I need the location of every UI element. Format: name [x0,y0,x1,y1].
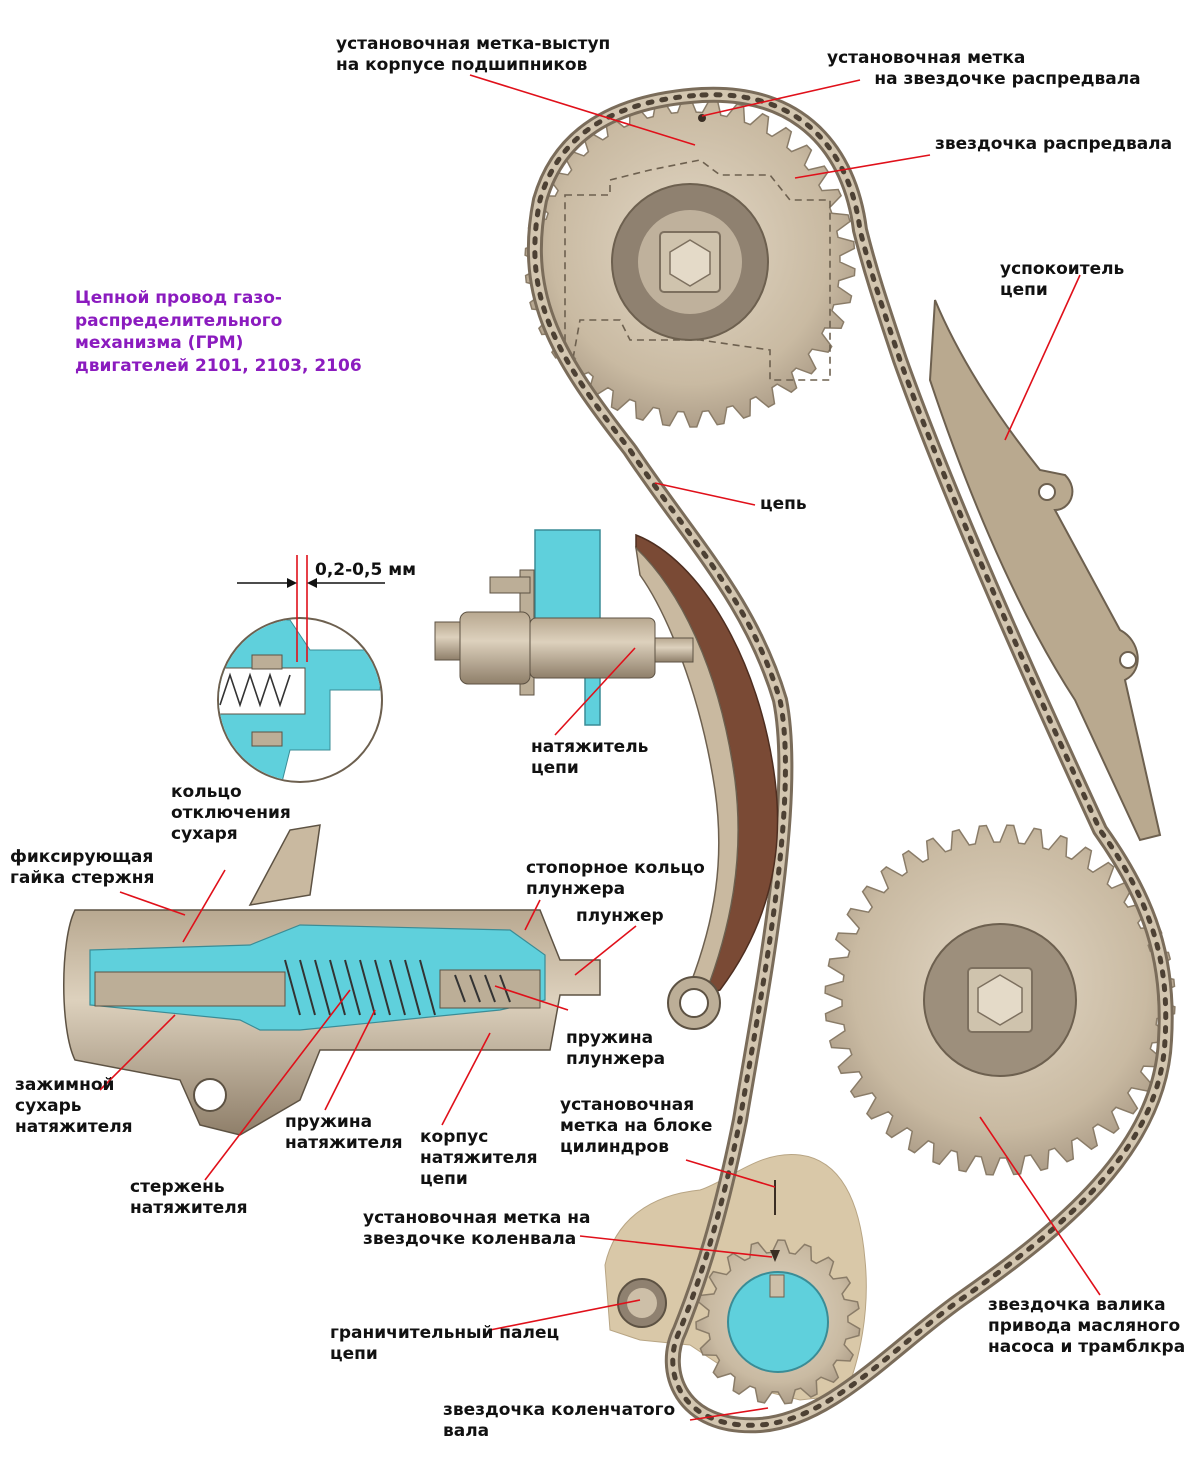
timing-chain [526,86,1174,1434]
label-damper: успокоитель цепи [1000,259,1125,300]
crankshaft-sprocket [695,1239,861,1405]
label-limit-pin: граничительный палец цепи [330,1323,560,1364]
label-oil-pump-sprocket: звездочка валика привода масляного насос… [988,1295,1186,1357]
crank-sprocket-mark [770,1250,780,1262]
crankshaft-section [727,1271,829,1373]
label-bearing-mark: установочная метка-выступ на корпусе под… [336,34,611,75]
label-crank-sprocket-mark: установочная метка на звездочке коленвал… [363,1208,591,1249]
label-tensioner-body: корпус натяжителя цепи [420,1127,538,1189]
label-tensioner-rod: стержень натяжителя [130,1177,248,1218]
label-plunger-spring: пружина плунжера [566,1028,666,1069]
leader-lines [99,74,1101,1421]
camshaft-sprocket [524,96,856,428]
tensioner-shoe [634,533,779,1030]
label-cam-sprocket-mark: установочная метка на звездочке распредв… [827,48,1141,89]
label-chain: цепь [760,494,807,514]
gap-label: 0,2-0,5 мм [315,560,416,580]
label-tensioner: натяжитель цепи [531,737,649,778]
label-crank-sprocket: звездочка коленчатого вала [443,1400,676,1441]
gap-detail [217,555,385,783]
label-cam-sprocket: звездочка распредвала [935,134,1173,154]
label-tensioner-spring: пружина натяжителя [285,1112,403,1153]
oil-pump-sprocket [824,824,1176,1176]
label-block-mark: установочная метка на блоке цилиндров [560,1095,713,1157]
label-clamp: зажимной сухарь натяжителя [15,1075,133,1137]
label-release-ring: кольцо отключения сухаря [171,782,291,844]
chain-damper [928,299,1162,842]
diagram-title: Цепной провод газо- распределительного м… [75,288,362,376]
tensioner-cutaway [63,824,601,1136]
label-plunger: плунжер [576,906,664,926]
label-plunger-ring: стопорное кольцо плунжера [526,858,705,899]
tensioner-mounted [434,529,694,726]
label-lock-nut: фиксирующая гайка стержня [10,847,155,888]
